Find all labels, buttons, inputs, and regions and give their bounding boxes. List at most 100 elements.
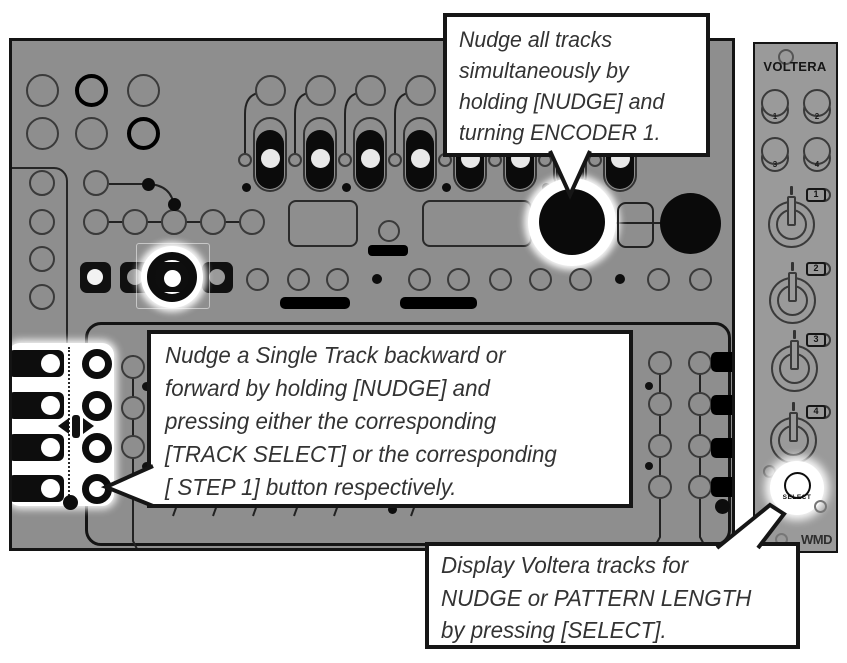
track-knob-pointer: [787, 271, 797, 302]
track-knob-pointer: [786, 195, 796, 226]
track-knob-pointer: [789, 339, 799, 370]
jack-circle: [25, 73, 59, 107]
step-button: [325, 267, 349, 291]
step-button: [528, 267, 552, 291]
nudge-button-hole: [163, 269, 181, 287]
slider-cv-jack: [238, 153, 252, 167]
edge-pad: [711, 438, 732, 458]
step-button: [648, 434, 672, 458]
trace-node-dot: [167, 197, 181, 211]
jack-circle: [29, 284, 55, 310]
step-button: [121, 435, 145, 459]
track-knob-pointer: [788, 411, 798, 442]
small-button: [378, 220, 400, 242]
led-dot: [241, 182, 251, 192]
slider-top-jack: [354, 74, 386, 106]
slider-handle-hole: [360, 148, 380, 168]
jack-circle: [83, 170, 109, 196]
edge-pad: [711, 395, 732, 415]
step-button: [121, 396, 145, 420]
step-1-button: [82, 349, 112, 379]
jack-circle: [161, 209, 187, 235]
cv-jack: [761, 137, 789, 165]
led-dot: [141, 381, 151, 391]
cv-jack: [803, 89, 831, 117]
jack-number-label: 2: [814, 112, 820, 121]
jack-circle: [29, 170, 55, 196]
slider-cv-jack: [288, 153, 302, 167]
callout-pointer-to-step1-button: [100, 464, 154, 508]
callout-text-line: holding [NUDGE] and: [459, 89, 665, 114]
step-button: [688, 267, 712, 291]
dotted-divider: [68, 347, 70, 499]
edge-pad: [711, 477, 732, 497]
callout-text-line: [ STEP 1] button respectively.: [165, 474, 457, 500]
led-dot: [62, 494, 78, 510]
mode-button-hole: [87, 269, 103, 285]
label-bar: [280, 297, 350, 309]
screw-hole: [778, 49, 794, 65]
led-dot: [645, 462, 653, 470]
jack-circle: [126, 116, 160, 150]
display-left: [288, 200, 358, 247]
knob-label-badge: [806, 405, 826, 419]
jack-circle: [29, 209, 55, 235]
slider-cv-jack: [388, 153, 402, 167]
step-button: [446, 267, 470, 291]
select-button: [783, 471, 811, 499]
select-button-label: SELECT: [782, 494, 812, 501]
track-select-hole: [40, 479, 60, 498]
display-right: [422, 200, 532, 247]
screw-hole: [813, 499, 827, 513]
callout-nudge-all-tracks: Nudge all tracks simultaneously by holdi…: [443, 13, 710, 157]
nudge-bar-icon: [72, 415, 80, 438]
slider-top-jack: [404, 74, 436, 106]
callout-text-line: NUDGE or PATTERN LENGTH: [441, 584, 752, 611]
callout-text-line: turning ENCODER 1.: [459, 120, 661, 145]
led-dot: [714, 498, 730, 514]
led-dot: [645, 382, 653, 390]
knob-number-label: 3: [813, 334, 819, 344]
mode-button-hole: [209, 269, 225, 285]
callout-text-line: Display Voltera tracks for: [441, 552, 689, 578]
cv-jack: [761, 89, 789, 117]
jack-number-label: 3: [772, 160, 778, 169]
callout-display-voltera-tracks: Display Voltera tracks for NUDGE or PATT…: [425, 542, 800, 649]
step-button: [488, 267, 512, 291]
step-button: [688, 351, 712, 375]
encoder-1: [539, 189, 605, 255]
led-dot: [341, 182, 351, 192]
voltera-title: VOLTERA: [763, 59, 827, 74]
jack-circle: [25, 116, 59, 150]
step-button: [648, 351, 672, 375]
knob-label-badge: [806, 188, 826, 202]
label-bar: [400, 297, 477, 309]
track-select-hole: [40, 438, 60, 457]
slider-top-jack: [304, 74, 336, 106]
callout-text-line: by pressing [SELECT].: [441, 617, 667, 643]
step-1-button: [82, 433, 112, 463]
callout-text-line: forward by holding [NUDGE] and: [165, 375, 490, 401]
jack-circle: [239, 209, 265, 235]
led-dot: [387, 504, 397, 514]
square-button: [617, 202, 654, 248]
nudge-button-ring: [147, 252, 197, 302]
slider-handle-hole: [310, 148, 330, 168]
slider-top-jack: [254, 74, 286, 106]
step-button: [286, 267, 310, 291]
led-dot: [141, 461, 151, 471]
cv-jack: [803, 137, 831, 165]
jack-circle: [126, 73, 160, 107]
callout-text-line: pressing either the corresponding: [165, 408, 497, 434]
callout-text-line: Nudge a Single Track backward or: [165, 342, 506, 368]
knob-number-label: 4: [813, 406, 819, 416]
jack-circle: [83, 209, 109, 235]
mode-button-hole: [127, 269, 143, 285]
jack-circle: [74, 73, 108, 107]
led-dot: [372, 274, 382, 284]
nudge-back-arrow-icon: [58, 418, 69, 434]
jack-circle: [29, 246, 55, 272]
jack-circle: [74, 116, 108, 150]
step-button: [568, 267, 592, 291]
